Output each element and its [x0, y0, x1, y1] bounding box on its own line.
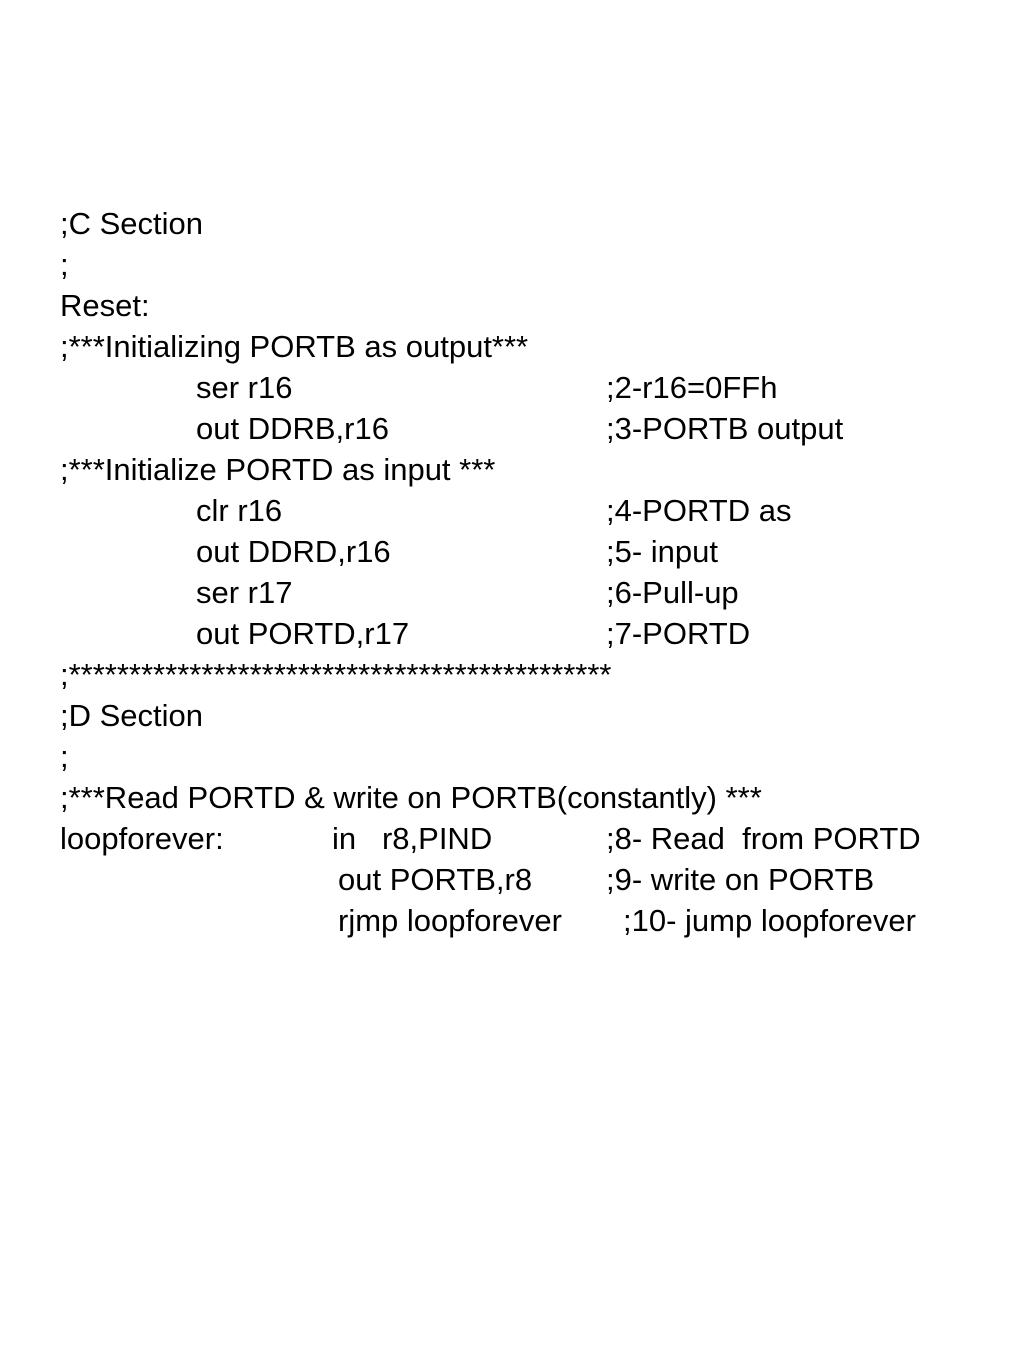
instruction-6-comment: ;6-Pull-up: [606, 575, 739, 610]
instruction-9-comment: ;9- write on PORTB: [606, 862, 875, 897]
instruction-2-comment: ;2-r16=0FFh: [606, 370, 778, 405]
instruction-10: rjmp loopforever: [338, 903, 562, 938]
instruction-9: out PORTB,r8: [338, 862, 533, 897]
reset-label: Reset:: [60, 288, 150, 323]
loop-label: loopforever:: [60, 821, 224, 856]
instruction-8-comment: ;8- Read from PORTD: [606, 821, 921, 856]
d-section-heading: ;D Section: [60, 698, 204, 733]
instruction-8: in r8,PIND: [332, 821, 493, 856]
instruction-3: out DDRB,r16: [196, 411, 389, 446]
instruction-7-comment: ;7-PORTD: [606, 616, 751, 651]
instruction-4-comment: ;4-PORTD as: [606, 493, 792, 528]
init-portd-comment: ;***Initialize PORTD as input ***: [60, 452, 496, 487]
instruction-2: ser r16: [196, 370, 293, 405]
c-section-heading: ;C Section: [60, 206, 204, 241]
instruction-5: out DDRD,r16: [196, 534, 391, 569]
read-write-comment: ;***Read PORTD & write on PORTB(constant…: [60, 780, 762, 815]
comment-line: ;: [60, 739, 69, 774]
instruction-7: out PORTD,r17: [196, 616, 410, 651]
instruction-3-comment: ;3-PORTB output: [606, 411, 844, 446]
separator-line: ;***************************************…: [60, 657, 612, 692]
comment-line: ;: [60, 247, 69, 282]
instruction-6: ser r17: [196, 575, 293, 610]
instruction-10-comment: ;10- jump loopforever: [623, 903, 916, 938]
init-portb-comment: ;***Initializing PORTB as output***: [60, 329, 529, 364]
instruction-4: clr r16: [196, 493, 283, 528]
instruction-5-comment: ;5- input: [606, 534, 719, 569]
